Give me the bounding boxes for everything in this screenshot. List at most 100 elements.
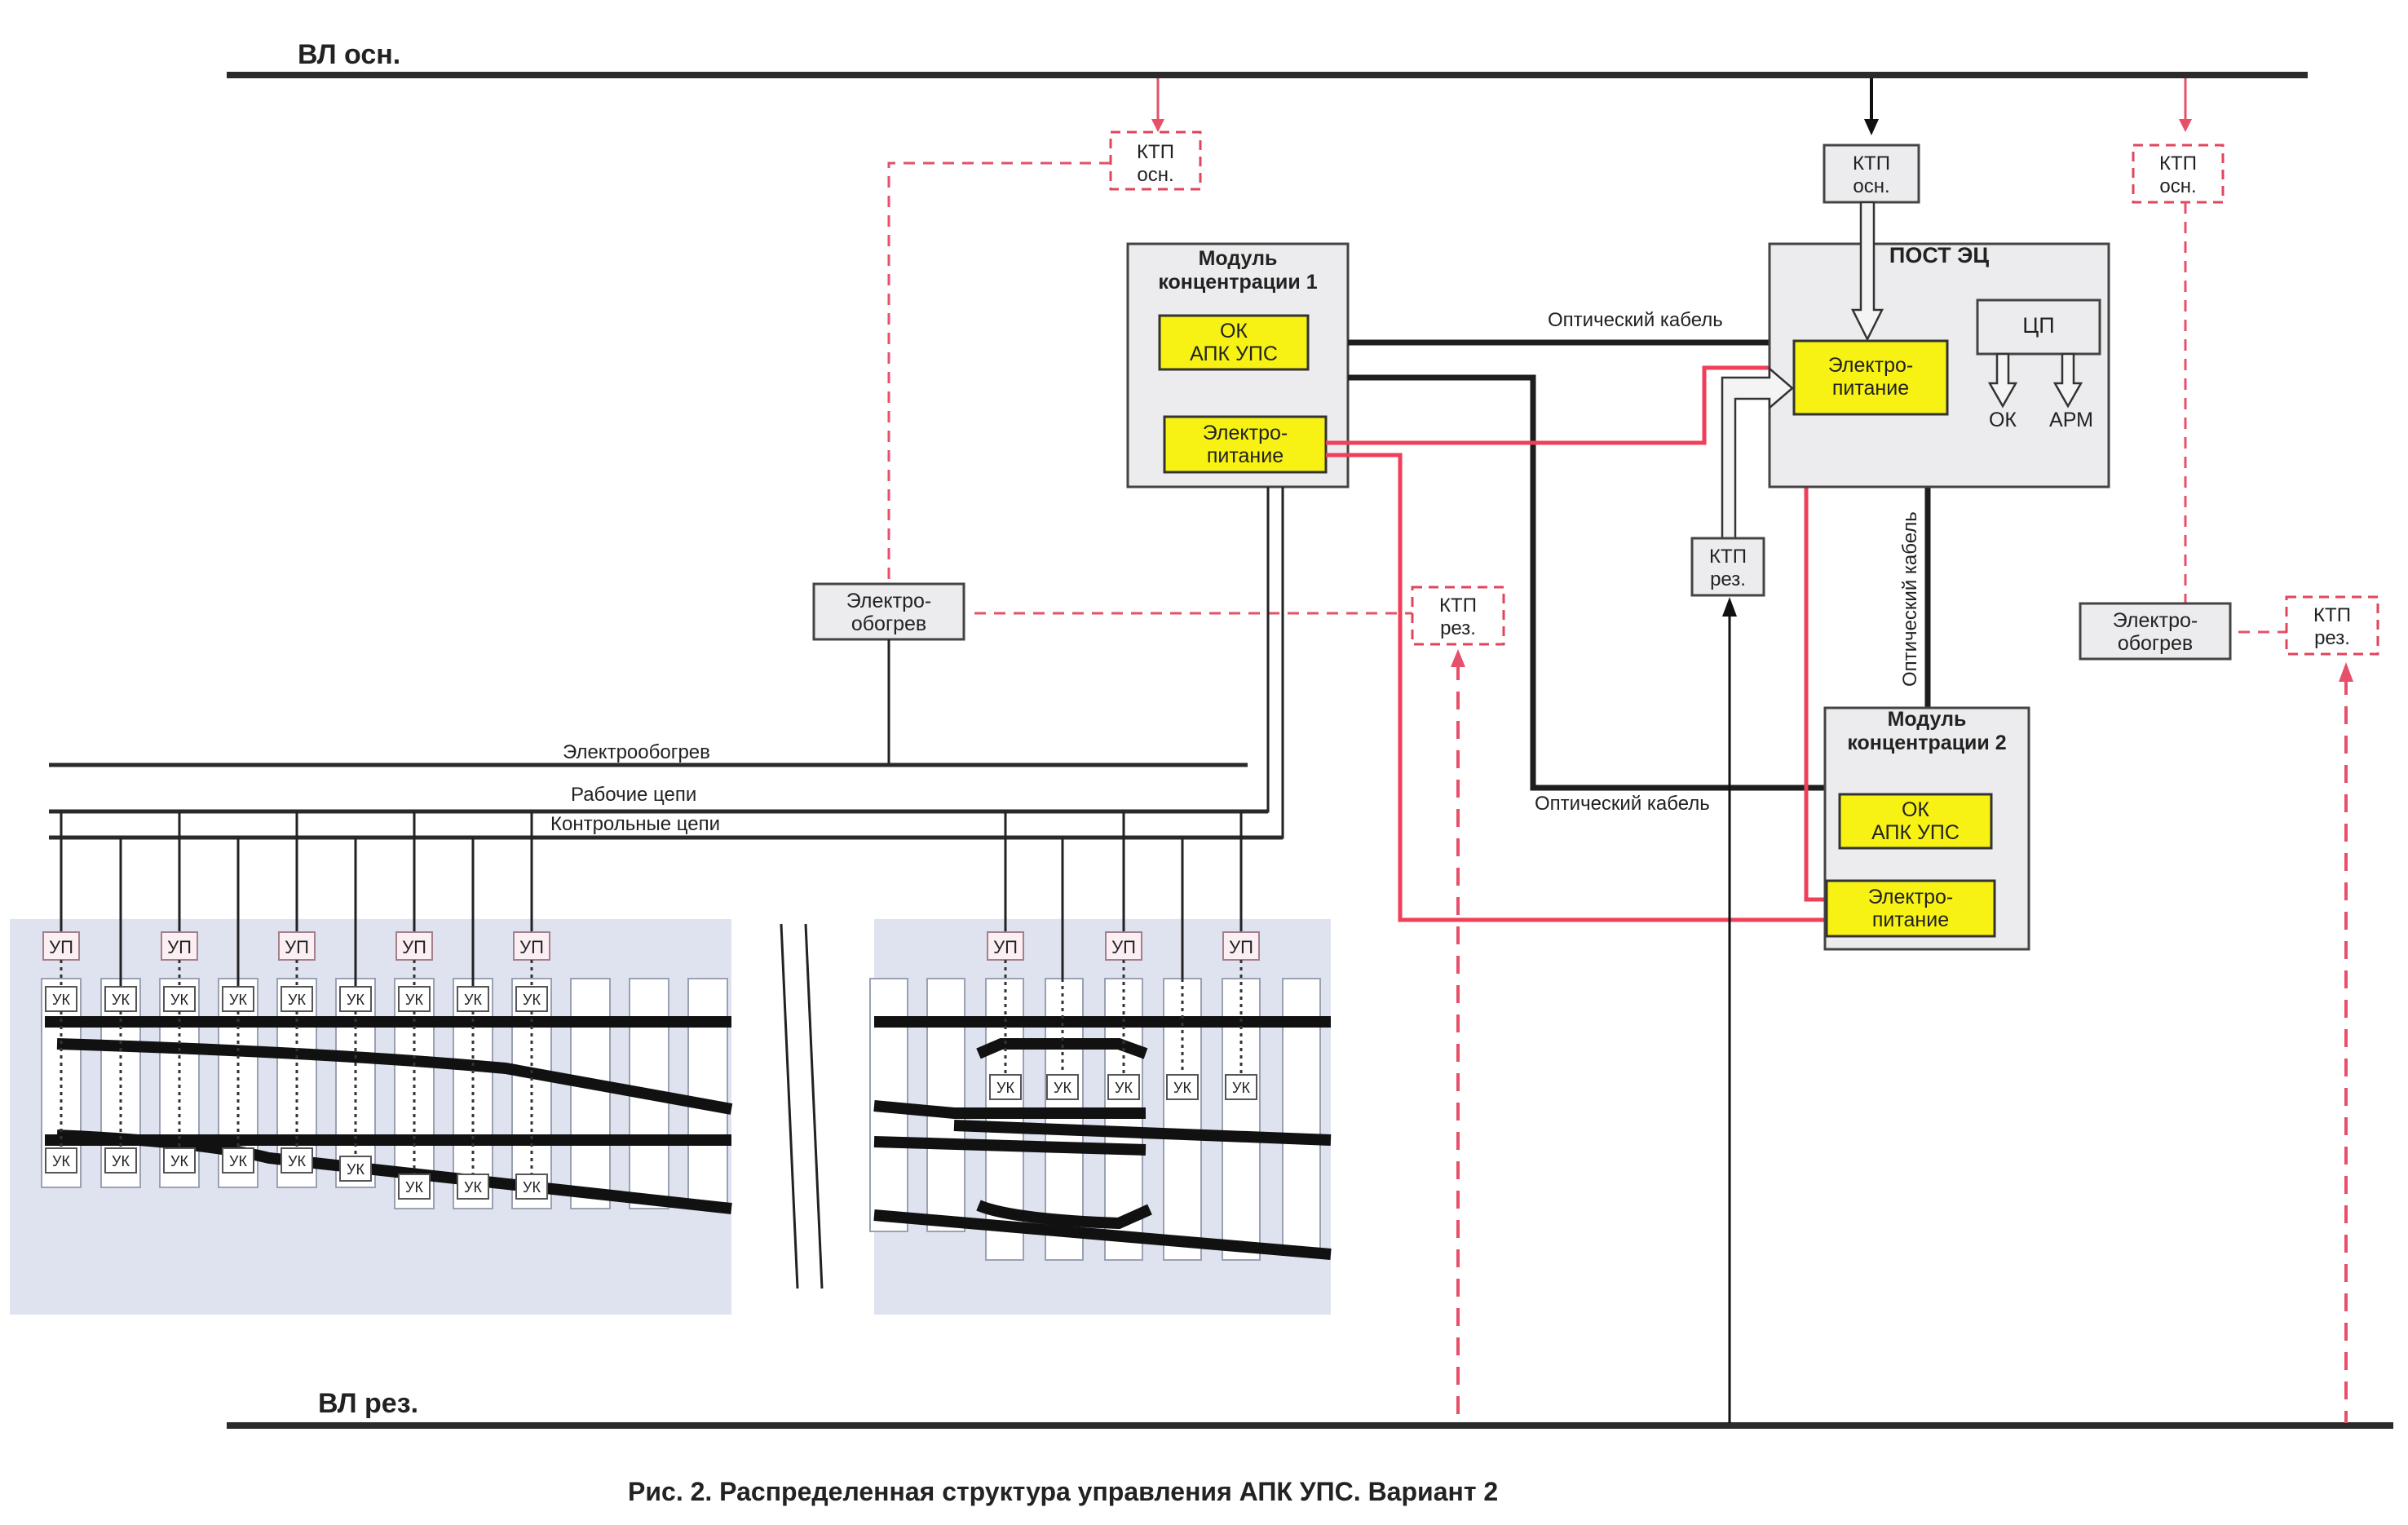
- svg-text:осн.: осн.: [2159, 175, 2196, 197]
- up-device[interactable]: УП: [278, 931, 316, 961]
- up-device[interactable]: УП: [42, 931, 80, 961]
- device-label: УК: [170, 992, 188, 1008]
- up-box[interactable]: [1105, 931, 1142, 961]
- uk-device-top[interactable]: УК: [281, 986, 313, 1012]
- uk-device-bottom[interactable]: УК: [457, 1174, 489, 1200]
- up-device[interactable]: УП: [161, 931, 198, 961]
- uk-device-bottom[interactable]: УК: [515, 1174, 548, 1200]
- up-box[interactable]: [513, 931, 550, 961]
- up-box[interactable]: [395, 931, 433, 961]
- up-box[interactable]: [278, 931, 316, 961]
- uk-box[interactable]: [45, 986, 77, 1012]
- arrow-down-icon: [2179, 119, 2192, 132]
- up-device[interactable]: УП: [987, 931, 1024, 961]
- svg-text:осн.: осн.: [1137, 164, 1173, 186]
- uk-box[interactable]: [1107, 1074, 1140, 1100]
- uk-device[interactable]: УК: [1107, 1074, 1140, 1100]
- post-cpu[interactable]: ЦП: [1976, 298, 2101, 356]
- post-power-supply[interactable]: Электро- питание: [1792, 339, 1949, 416]
- uk-device[interactable]: УК: [1225, 1074, 1257, 1100]
- uk-box[interactable]: [515, 1174, 548, 1200]
- uk-box[interactable]: [1166, 1074, 1199, 1100]
- uk-box[interactable]: [104, 1147, 137, 1174]
- module2-power-supply[interactable]: Электро- питание: [1825, 879, 1996, 938]
- uk-box[interactable]: [163, 1147, 196, 1174]
- optical-cable-bottom-label: Оптический кабель: [1535, 793, 1710, 815]
- uk-device-bottom[interactable]: УК: [222, 1147, 254, 1174]
- uk-box[interactable]: [339, 986, 372, 1012]
- up-device[interactable]: УП: [1105, 931, 1142, 961]
- uk-box[interactable]: [281, 1147, 313, 1174]
- up-box[interactable]: [1222, 931, 1260, 961]
- uk-box[interactable]: [163, 986, 196, 1012]
- heating-box-right[interactable]: Электро- обогрев: [2079, 602, 2232, 661]
- uk-device-top[interactable]: УК: [45, 986, 77, 1012]
- post-ec[interactable]: ПОСТ ЭЦ Электро- питание ЦП ОК АРМ: [1768, 242, 2110, 488]
- ktp-main-left[interactable]: КТП осн.: [1109, 78, 1202, 191]
- up-box[interactable]: [161, 931, 198, 961]
- uk-box[interactable]: [989, 1074, 1022, 1100]
- svg-text:Контрольные цепи: Контрольные цепи: [550, 813, 720, 835]
- module2-ok-apk-ups[interactable]: ОК АПК УПС: [1838, 793, 1993, 850]
- uk-box[interactable]: [398, 1174, 431, 1200]
- uk-device-top[interactable]: УК: [457, 986, 489, 1012]
- uk-box[interactable]: [222, 986, 254, 1012]
- device-label: УП: [49, 937, 73, 957]
- uk-device-top[interactable]: УК: [398, 986, 431, 1012]
- up-device[interactable]: УП: [513, 931, 550, 961]
- svg-text:осн.: осн.: [1853, 175, 1889, 197]
- svg-text:Электро-: Электро-: [846, 590, 931, 612]
- uk-device-bottom[interactable]: УК: [398, 1174, 431, 1200]
- uk-device[interactable]: УК: [1166, 1074, 1199, 1100]
- ktp-main-center[interactable]: КТП осн.: [1823, 78, 1920, 204]
- uk-box[interactable]: [457, 986, 489, 1012]
- uk-device[interactable]: УК: [989, 1074, 1022, 1100]
- up-box[interactable]: [42, 931, 80, 961]
- uk-device-top[interactable]: УК: [515, 986, 548, 1012]
- rail: [873, 1100, 1146, 1119]
- uk-box[interactable]: [398, 986, 431, 1012]
- uk-box[interactable]: [1046, 1074, 1079, 1100]
- uk-device-top[interactable]: УК: [104, 986, 137, 1012]
- up-device[interactable]: УП: [1222, 931, 1260, 961]
- uk-box[interactable]: [339, 1156, 372, 1182]
- ktp-reserve-right[interactable]: КТП рез.: [2285, 595, 2379, 656]
- hollow-arrow-right-icon: [1721, 366, 1794, 540]
- up-device[interactable]: УП: [395, 931, 433, 961]
- module1-power-supply[interactable]: Электро- питание: [1163, 415, 1328, 474]
- ktp-reserve-middle[interactable]: КТП рез.: [1411, 586, 1505, 646]
- uk-device-top[interactable]: УК: [339, 986, 372, 1012]
- uk-device-bottom[interactable]: УК: [281, 1147, 313, 1174]
- uk-device-bottom[interactable]: УК: [104, 1147, 137, 1174]
- uk-device-top[interactable]: УК: [163, 986, 196, 1012]
- ktp-main-right[interactable]: КТП осн.: [2132, 78, 2225, 204]
- device-label: УК: [229, 1153, 247, 1169]
- heating-box-left[interactable]: Электро- обогрев: [812, 582, 965, 641]
- ktp-reserve-center[interactable]: КТП рез.: [1690, 537, 1765, 597]
- uk-box[interactable]: [222, 1147, 254, 1174]
- module-concentration-2[interactable]: Модуль концентрации 2 ОК АПК УПС Электро…: [1823, 706, 2030, 951]
- uk-device-bottom[interactable]: УК: [45, 1147, 77, 1174]
- svg-text:КТП: КТП: [1137, 141, 1174, 163]
- reserve-power-line: ВЛ рез.: [227, 1388, 2393, 1429]
- uk-device-top[interactable]: УК: [222, 986, 254, 1012]
- uk-device[interactable]: УК: [1046, 1074, 1079, 1100]
- uk-box[interactable]: [45, 1147, 77, 1174]
- hollow-arrow-down-icon: [1850, 201, 1884, 342]
- uk-box[interactable]: [457, 1174, 489, 1200]
- svg-text:питание: питание: [1832, 377, 1909, 400]
- reserve-power-line-label: ВЛ рез.: [318, 1388, 418, 1419]
- power-line-post-m2: [1804, 414, 1827, 902]
- module-concentration-1[interactable]: Модуль концентрации 1 ОК АПК УПС Электро…: [1126, 242, 1350, 488]
- module1-ok-apk-ups[interactable]: ОК АПК УПС: [1158, 314, 1310, 371]
- svg-text:КТП: КТП: [1853, 152, 1890, 175]
- dashed-feed-left: [887, 161, 1111, 586]
- uk-device-bottom[interactable]: УК: [163, 1147, 196, 1174]
- svg-text:КТП: КТП: [1439, 595, 1477, 617]
- svg-text:рез.: рез.: [1440, 617, 1476, 639]
- uk-box[interactable]: [281, 986, 313, 1012]
- device-label: УК: [405, 992, 423, 1008]
- device-label: УК: [347, 992, 365, 1008]
- uk-device-bottom[interactable]: УК: [339, 1156, 372, 1182]
- uk-box[interactable]: [1225, 1074, 1257, 1100]
